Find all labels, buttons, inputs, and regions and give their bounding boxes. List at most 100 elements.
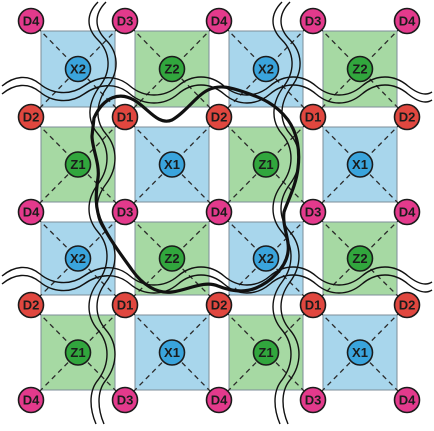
ancilla-node-circle bbox=[64, 339, 92, 366]
ancilla-node-circle bbox=[346, 339, 374, 366]
ancilla-node-z2: Z2 bbox=[158, 245, 186, 272]
lower-horizontal-contour-a bbox=[1, 266, 433, 286]
data-node-d2: D2 bbox=[205, 291, 233, 319]
ancilla-node-circle bbox=[158, 339, 186, 366]
right-vertical-contour-a bbox=[272, 1, 293, 425]
data-node-label: D4 bbox=[23, 14, 40, 29]
ancilla-node-label: Z2 bbox=[352, 251, 367, 266]
ancilla-node-z2: Z2 bbox=[346, 245, 374, 272]
ancilla-node-z1: Z1 bbox=[64, 339, 92, 366]
data-node-label: D1 bbox=[117, 298, 134, 313]
data-node-d2: D2 bbox=[17, 103, 45, 131]
data-node-circle bbox=[299, 198, 327, 226]
data-node-label: D4 bbox=[211, 393, 228, 408]
data-node-label: D4 bbox=[23, 393, 40, 408]
data-node-circle bbox=[205, 7, 233, 35]
data-node-d1: D1 bbox=[299, 103, 327, 131]
ancilla-node-label: Z1 bbox=[70, 345, 85, 360]
ancilla-node-circle bbox=[64, 55, 92, 83]
data-node-circle bbox=[111, 103, 139, 131]
ancilla-node-label: X1 bbox=[352, 345, 368, 360]
left-vertical-contour-a bbox=[88, 1, 109, 425]
data-node-label: D4 bbox=[399, 14, 416, 29]
ancilla-node-x1: X1 bbox=[158, 339, 186, 366]
data-node-d2: D2 bbox=[393, 291, 421, 319]
data-node-circle bbox=[393, 103, 421, 131]
data-node-circle bbox=[17, 7, 45, 35]
ancilla-node-x1: X1 bbox=[346, 339, 374, 366]
ancilla-node-label: X1 bbox=[164, 157, 180, 172]
data-node-d4: D4 bbox=[393, 386, 421, 414]
ancilla-node-circle bbox=[252, 339, 280, 366]
data-node-d3: D3 bbox=[111, 7, 139, 35]
ancilla-node-label: Z2 bbox=[352, 62, 367, 77]
data-node-d4: D4 bbox=[205, 198, 233, 226]
ancilla-node-label: Z1 bbox=[258, 157, 273, 172]
data-node-d3: D3 bbox=[299, 386, 327, 414]
ancilla-node-circle bbox=[158, 245, 186, 272]
data-node-label: D4 bbox=[23, 205, 40, 220]
data-node-circle bbox=[205, 198, 233, 226]
data-node-d4: D4 bbox=[205, 386, 233, 414]
data-node-circle bbox=[205, 103, 233, 131]
lower-horizontal-contour-b bbox=[1, 274, 433, 294]
ancilla-node-circle bbox=[64, 151, 92, 178]
ancilla-node-label: X1 bbox=[164, 345, 180, 360]
ancilla-node-label: Z1 bbox=[258, 345, 273, 360]
data-node-label: D1 bbox=[305, 298, 322, 313]
data-node-label: D3 bbox=[117, 393, 134, 408]
data-node-label: D3 bbox=[305, 393, 322, 408]
upper-horizontal-contour-b bbox=[1, 84, 433, 104]
ancilla-node-circle bbox=[252, 55, 280, 83]
data-node-circle bbox=[393, 291, 421, 319]
ancilla-node-z2: Z2 bbox=[346, 55, 374, 83]
ancilla-node-label: X1 bbox=[352, 157, 368, 172]
ancilla-node-label: Z2 bbox=[164, 251, 179, 266]
data-node-d2: D2 bbox=[17, 291, 45, 319]
data-node-label: D3 bbox=[305, 14, 322, 29]
data-node-circle bbox=[17, 386, 45, 414]
data-node-circle bbox=[299, 291, 327, 319]
data-node-label: D2 bbox=[399, 110, 416, 125]
ancilla-node-circle bbox=[346, 55, 374, 83]
ancilla-node-circle bbox=[346, 245, 374, 272]
data-node-label: D1 bbox=[305, 110, 322, 125]
right-vertical-contour-b bbox=[280, 1, 301, 425]
data-node-d4: D4 bbox=[205, 7, 233, 35]
ancilla-node-circle bbox=[346, 151, 374, 178]
ancilla-node-z1: Z1 bbox=[252, 339, 280, 366]
ancilla-node-x2: X2 bbox=[64, 245, 92, 272]
data-node-circle bbox=[299, 7, 327, 35]
ancilla-node-x2: X2 bbox=[252, 55, 280, 83]
data-node-label: D3 bbox=[117, 14, 134, 29]
ancilla-node-label: X2 bbox=[258, 62, 274, 77]
ancilla-node-circle bbox=[252, 151, 280, 178]
data-node-label: D3 bbox=[117, 205, 134, 220]
data-node-d4: D4 bbox=[17, 198, 45, 226]
data-node-circle bbox=[111, 291, 139, 319]
data-node-d3: D3 bbox=[299, 198, 327, 226]
data-node-label: D2 bbox=[399, 298, 416, 313]
data-node-d2: D2 bbox=[205, 103, 233, 131]
ancilla-node-z2: Z2 bbox=[158, 55, 186, 83]
data-node-d4: D4 bbox=[393, 7, 421, 35]
ancilla-node-x2: X2 bbox=[64, 55, 92, 83]
data-node-circle bbox=[299, 103, 327, 131]
data-node-d4: D4 bbox=[17, 386, 45, 414]
data-node-circle bbox=[17, 198, 45, 226]
data-node-d1: D1 bbox=[299, 291, 327, 319]
ancilla-node-label: X2 bbox=[70, 251, 86, 266]
central-loop-contour bbox=[90, 85, 301, 294]
data-node-circle bbox=[17, 103, 45, 131]
ancilla-node-z1: Z1 bbox=[64, 151, 92, 178]
data-node-d3: D3 bbox=[111, 386, 139, 414]
ancilla-node-circle bbox=[158, 151, 186, 178]
data-node-circle bbox=[393, 7, 421, 35]
data-node-d3: D3 bbox=[111, 198, 139, 226]
ancilla-node-label: Z2 bbox=[164, 62, 179, 77]
data-node-d4: D4 bbox=[17, 7, 45, 35]
data-node-d1: D1 bbox=[111, 103, 139, 131]
